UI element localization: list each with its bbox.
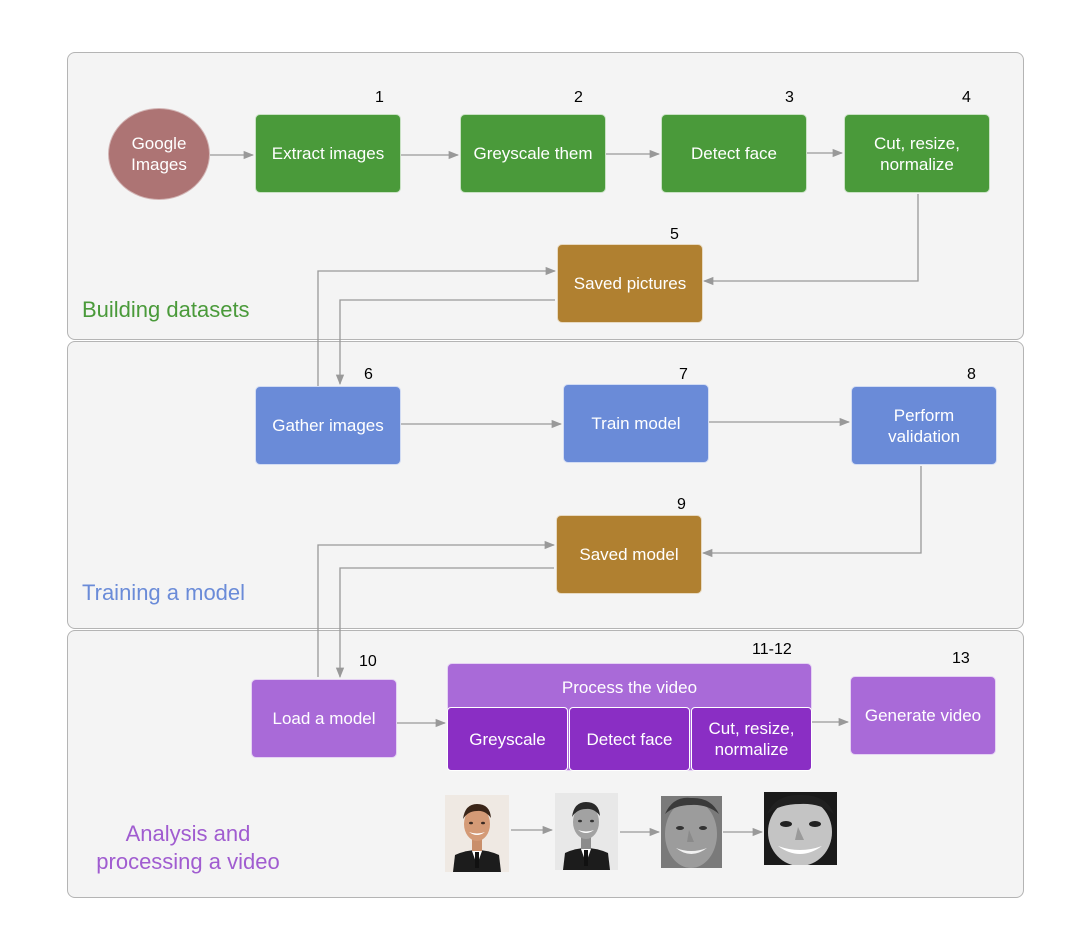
- saved-pictures-label: Saved pictures: [573, 274, 687, 293]
- cut-resize-normalize-node: Cut, resize, normalize: [844, 114, 990, 193]
- arrow-savedpictures-gather: [335, 299, 555, 386]
- extract-images-label: Extract images: [271, 144, 385, 163]
- process-video-label: Process the video: [561, 678, 698, 697]
- process-cut-resize-label: Cut, resize, normalize: [708, 719, 795, 759]
- panel-title-analysis: Analysis and processing a video: [96, 821, 280, 874]
- saved-pictures-node: Saved pictures: [557, 244, 703, 323]
- cut-resize-normalize-label: Cut, resize, normalize: [874, 133, 960, 174]
- process-greyscale-label: Greyscale: [469, 729, 546, 749]
- detect-face-label: Detect face: [691, 144, 777, 163]
- step-number-6: 6: [364, 366, 373, 383]
- extract-images-node: Extract images: [255, 114, 401, 193]
- cropped-face-photo: [661, 796, 722, 868]
- perform-validation-node: Perform validation: [851, 386, 997, 465]
- process-greyscale-node: Greyscale: [447, 707, 568, 771]
- step-number-1: 1: [375, 89, 384, 106]
- arrow-validate-savedmodel: [701, 466, 922, 558]
- panel-title-datasets: Building datasets: [82, 297, 250, 322]
- step-number-9: 9: [677, 496, 686, 513]
- step-number-8: 8: [967, 366, 976, 383]
- greyscale-face-photo: [555, 793, 618, 870]
- step-number-4: 4: [962, 89, 971, 106]
- step-number-3: 3: [785, 89, 794, 106]
- process-detect-face-label: Detect face: [586, 729, 673, 749]
- load-model-label: Load a model: [272, 709, 376, 728]
- load-model-node: Load a model: [251, 679, 397, 758]
- step-number-10: 10: [359, 653, 377, 670]
- step-number-2: 2: [574, 89, 583, 106]
- step-number-7: 7: [679, 366, 688, 383]
- arrow-load-savedmodel: [317, 540, 556, 677]
- arrow-gather-savedpictures: [317, 266, 557, 386]
- google-images-node: Google Images: [108, 108, 210, 200]
- greyscale-them-node: Greyscale them: [460, 114, 606, 193]
- gather-images-node: Gather images: [255, 386, 401, 465]
- process-cut-resize-node: Cut, resize, normalize: [691, 707, 812, 771]
- panel-building-datasets: [67, 52, 1024, 340]
- perform-validation-label: Perform validation: [888, 405, 960, 446]
- arrow-savedmodel-load: [335, 567, 554, 679]
- generate-video-node: Generate video: [850, 676, 996, 755]
- arrow-cut-savedpictures: [702, 194, 919, 286]
- greyscale-them-label: Greyscale them: [473, 144, 593, 163]
- gather-images-label: Gather images: [272, 416, 384, 435]
- step-number-5: 5: [670, 226, 679, 243]
- panel-title-training: Training a model: [82, 580, 246, 605]
- train-model-label: Train model: [591, 414, 681, 433]
- normalized-face-photo: [764, 792, 837, 865]
- saved-model-node: Saved model: [556, 515, 702, 594]
- train-model-node: Train model: [563, 384, 709, 463]
- step-number-11-12: 11-12: [752, 641, 792, 658]
- step-number-13: 13: [952, 650, 970, 667]
- process-detect-face-node: Detect face: [569, 707, 690, 771]
- saved-model-label: Saved model: [579, 545, 679, 564]
- color-face-photo: [445, 795, 509, 872]
- google-images-label: Google Images: [131, 134, 187, 174]
- detect-face-node: Detect face: [661, 114, 807, 193]
- generate-video-label: Generate video: [864, 706, 982, 725]
